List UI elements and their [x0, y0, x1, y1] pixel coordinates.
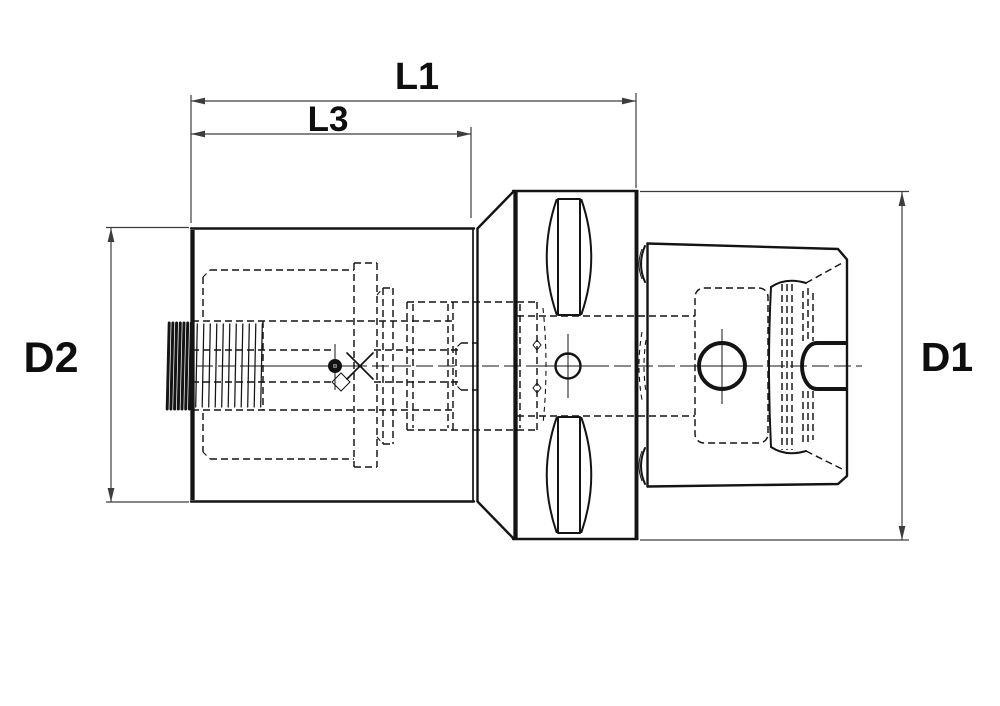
polygon-shank [646, 242, 849, 488]
threaded-stud [165, 321, 193, 411]
label-d1: D1 [921, 334, 973, 380]
flange-center-hole [541, 334, 597, 398]
hidden-lines-body-interior [192, 262, 547, 468]
label-l3: L3 [308, 100, 349, 139]
dimension-l1: L1 [190, 56, 637, 223]
label-d2: D2 [24, 334, 79, 382]
flange-shank-junction [638, 245, 647, 485]
dimension-d1: D1 [640, 190, 973, 541]
gripper-slot-bottom [545, 416, 593, 534]
flange-outline [511, 189, 695, 541]
dimension-d2: D2 [24, 226, 189, 503]
gripper-slot-top [545, 198, 593, 316]
label-l1: L1 [395, 56, 439, 98]
body-outline [189, 189, 516, 541]
dimension-l3: L3 [191, 100, 472, 218]
internal-thread-section [195, 323, 263, 408]
